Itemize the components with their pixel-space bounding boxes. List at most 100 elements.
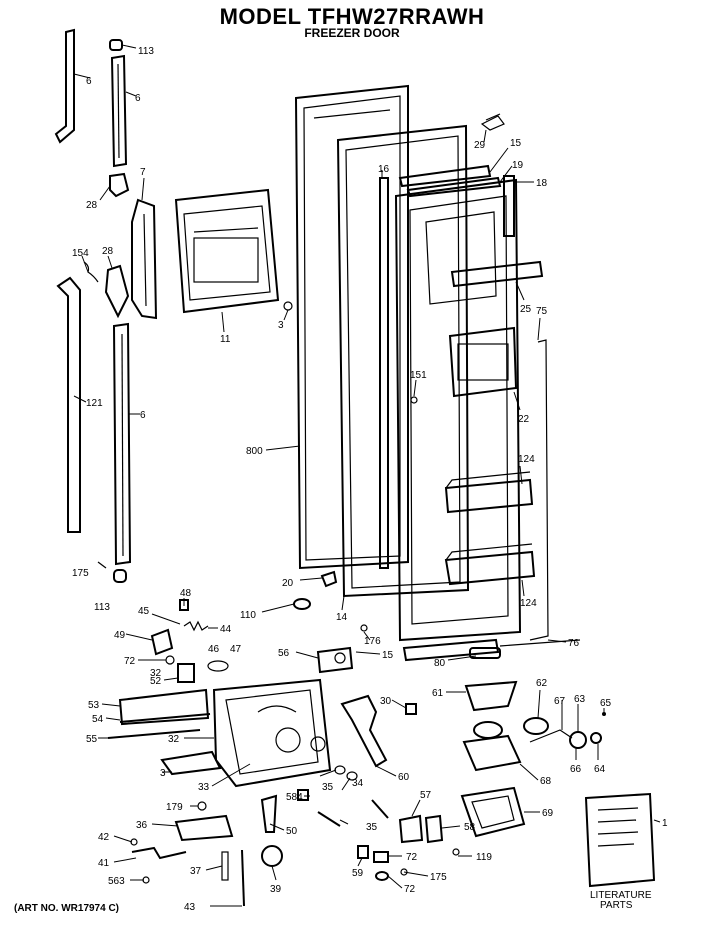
spring-65 — [602, 712, 606, 716]
screw-3-upper — [283, 301, 293, 311]
callout-52: 52 — [150, 676, 162, 687]
dispenser-frame-11 — [174, 188, 280, 314]
screw-176 — [360, 624, 368, 632]
callout-22: 22 — [518, 414, 530, 425]
callout-57: 57 — [420, 790, 432, 801]
spring-154 — [83, 261, 99, 283]
callout-43: 43 — [184, 902, 196, 913]
actuator-60 — [340, 694, 388, 768]
callout-121: 121 — [86, 398, 103, 409]
model-title: MODEL TFHW27RRAWH — [219, 4, 485, 29]
housing-69 — [460, 786, 526, 838]
callout-42: 42 — [98, 832, 110, 843]
rod-41-42 — [130, 838, 187, 860]
trim-15-top — [398, 164, 492, 188]
callout-28: 28 — [86, 200, 98, 211]
callout-75: 75 — [536, 306, 548, 317]
literature-booklet-1 — [584, 792, 656, 888]
callout-35: 35 — [366, 822, 378, 833]
callout-56: 56 — [278, 648, 290, 659]
screw-119 — [452, 848, 460, 856]
door-liner — [394, 178, 522, 642]
callout-19: 19 — [512, 160, 524, 171]
dispenser-cover-22 — [448, 326, 518, 398]
callout-72: 72 — [406, 852, 418, 863]
disk-62 — [523, 717, 549, 735]
bracket-57 — [398, 814, 424, 844]
callout-563: 563 — [108, 876, 125, 887]
spring-44 — [183, 620, 209, 632]
bracket-58 — [424, 814, 444, 844]
switch-52 — [177, 663, 195, 683]
callout-41: 41 — [98, 858, 110, 869]
callout-7: 7 — [140, 167, 146, 178]
seal-34-35 — [317, 765, 389, 827]
bracket-36 — [174, 814, 234, 842]
callout-113: 113 — [94, 602, 110, 613]
callout-30: 30 — [380, 696, 392, 707]
lever-50 — [260, 794, 278, 833]
shelf-bin-124-lower — [444, 543, 536, 586]
callout-45: 45 — [138, 606, 150, 617]
callout-64: 64 — [594, 764, 606, 775]
clip-113-top — [109, 39, 123, 51]
callout-35: 35 — [322, 782, 334, 793]
callout-80: 80 — [434, 658, 446, 669]
callout-175: 175 — [430, 872, 447, 883]
callout-60: 60 — [398, 772, 410, 783]
callout-72: 72 — [124, 656, 136, 667]
breaker-strip-16 — [379, 177, 389, 569]
callout-6: 6 — [135, 93, 141, 104]
trim-strip-121 — [56, 276, 81, 533]
door-panel-800 — [294, 84, 409, 570]
cup-61 — [464, 680, 518, 712]
callout-15: 15 — [510, 138, 522, 149]
callout-72: 72 — [404, 884, 416, 895]
literature-label-line1: LITERATURE — [590, 890, 652, 901]
callout-113: 113 — [138, 46, 154, 57]
callout-61: 61 — [432, 688, 444, 699]
callout-44: 44 — [220, 624, 232, 635]
callout-55: 55 — [86, 734, 98, 745]
callout-584: 584 — [286, 792, 303, 803]
callout-6: 6 — [86, 76, 92, 87]
callout-33: 33 — [198, 782, 210, 793]
callout-62: 62 — [536, 678, 548, 689]
callout-68: 68 — [540, 776, 552, 787]
callout-16: 16 — [378, 164, 390, 175]
callout-34: 34 — [352, 778, 364, 789]
diagram-subtitle: FREEZER DOOR — [304, 26, 400, 40]
cap-64 — [590, 732, 602, 744]
trim-strip-6-middle — [110, 54, 128, 168]
callout-110: 110 — [240, 610, 256, 621]
clip-113-bottom — [113, 569, 127, 583]
callout-76: 76 — [568, 638, 580, 649]
clip-72-lower — [375, 871, 389, 881]
callout-14: 14 — [336, 612, 348, 623]
latch-29 — [480, 113, 505, 131]
callout-28: 28 — [102, 246, 114, 257]
callout-67: 67 — [554, 696, 566, 707]
callout-124: 124 — [520, 598, 537, 609]
callout-labels: 113 6 6 28 7 154 28 121 6 11 3 800 175 1… — [72, 46, 668, 913]
lever-67 — [529, 729, 573, 743]
spring-37 — [221, 851, 229, 881]
callout-69: 69 — [542, 808, 554, 819]
callout-29: 29 — [474, 140, 486, 151]
hinge-pin-20 — [320, 570, 338, 588]
callout-25: 25 — [520, 304, 532, 315]
part-46-47 — [207, 660, 229, 672]
callout-6: 6 — [140, 410, 146, 421]
callout-63: 63 — [574, 694, 586, 705]
screw-175-left — [97, 561, 107, 569]
dispenser-housing-33 — [212, 678, 332, 788]
handle-7 — [131, 198, 158, 320]
plug-110 — [293, 598, 311, 610]
trim-strip-6-lower — [112, 322, 132, 566]
bracket-28-top — [109, 172, 130, 198]
nut-30 — [405, 703, 417, 715]
callout-124: 124 — [518, 454, 535, 465]
motor-68 — [462, 721, 522, 772]
strip-55 — [107, 729, 201, 739]
